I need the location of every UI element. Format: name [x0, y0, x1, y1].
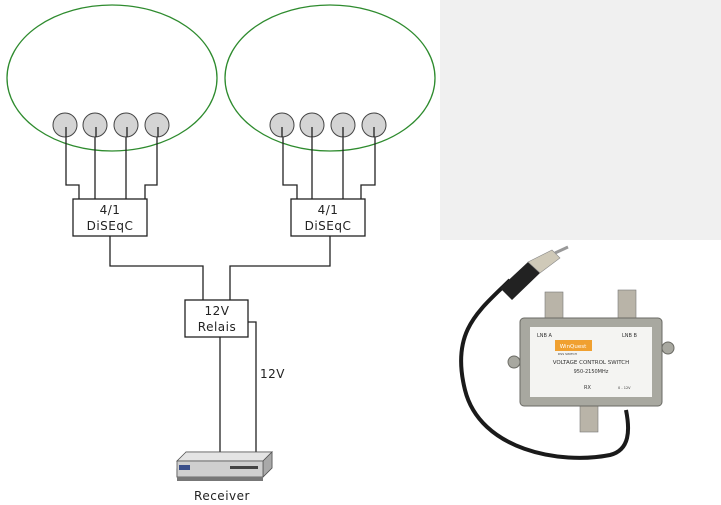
wire: [144, 127, 158, 200]
wire: [109, 236, 204, 300]
diseqc-right-line2: DiSEqC: [305, 219, 352, 233]
relay-line2: Relais: [198, 320, 236, 334]
diseqc-left-line1: 4/1: [100, 203, 121, 217]
lnb-icon: [82, 112, 108, 138]
wire: [282, 127, 298, 200]
switch-label: [530, 327, 652, 397]
lnb-group-right: [269, 112, 387, 138]
label-lnb-a: LNB A: [537, 333, 553, 339]
diseqc-wiring-diagram: 4/1 DiSEqC 4/1 DiSEqC 12V Relais 12V Rec…: [6, 4, 436, 503]
label-voltage: 0 - 12V: [618, 386, 631, 390]
rca-plug: [500, 245, 569, 300]
diseqc-right-line1: 4/1: [318, 203, 339, 217]
voltage-switch-photo: LNB A LNB B WinQuest DSS SWITCH VOLTAGE …: [440, 240, 721, 505]
brand-sub: DSS SWITCH: [558, 352, 577, 356]
dish-left: [6, 4, 218, 152]
wire: [248, 321, 257, 455]
switch-freq: 950-2150MHz: [574, 369, 609, 375]
voltage-label: 12V: [260, 367, 285, 381]
label-lnb-b: LNB B: [622, 333, 638, 339]
wire: [360, 127, 376, 200]
wires: [65, 127, 376, 455]
cable: [459, 278, 630, 460]
wire: [229, 236, 331, 300]
switch-title: VOLTAGE CONTROL SWITCH: [553, 360, 630, 366]
relay-box: [184, 299, 249, 338]
receiver-label: Receiver: [194, 489, 250, 503]
label-rx: RX: [584, 385, 591, 391]
lnb-icon: [113, 112, 139, 138]
diseqc-switch-right: [290, 198, 366, 237]
wire: [65, 127, 80, 200]
receiver-icon: [176, 451, 273, 481]
brand-label: WinQuest: [560, 344, 587, 350]
relay-line1: 12V: [205, 304, 230, 318]
diseqc-left-line2: DiSEqC: [87, 219, 134, 233]
lnb-icon: [144, 112, 170, 138]
lnb-icon: [52, 112, 78, 138]
dish-right: [224, 4, 436, 152]
lnb-group-left: [52, 112, 170, 138]
gray-panel: [440, 0, 721, 240]
diseqc-switch-left: [72, 198, 148, 237]
